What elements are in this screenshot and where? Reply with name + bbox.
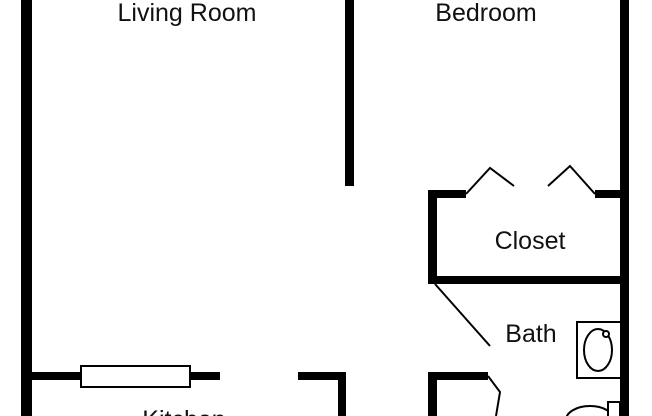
bedroom-label: Bedroom: [435, 0, 536, 27]
closet-top-wall-right: [595, 190, 625, 198]
bath-lower-wall-top: [428, 372, 488, 380]
right-exterior-wall: [620, 0, 629, 416]
toilet-tank: [607, 401, 621, 416]
closet-label: Closet: [495, 227, 566, 255]
bath-lower-door: [487, 375, 502, 416]
bath-label: Bath: [505, 320, 556, 348]
bathtub-drain: [602, 330, 610, 338]
kitchen-right-wall: [338, 372, 346, 416]
kitchen-top-wall-mid: [190, 372, 220, 380]
living-bedroom-partition-wall: [345, 0, 354, 186]
kitchen-label: Kitchen: [142, 406, 225, 416]
kitchen-top-wall-left: [21, 372, 81, 380]
left-exterior-wall: [21, 0, 32, 416]
bathtub-basin: [583, 328, 613, 372]
closet-top-wall-left: [428, 190, 466, 198]
closet-left-wall: [428, 190, 437, 280]
bath-lower-wall-left: [428, 372, 437, 416]
toilet: [565, 405, 615, 416]
closet-door-right: [547, 164, 596, 195]
closet-door-left: [465, 166, 515, 195]
bath-door: [434, 283, 491, 347]
kitchen-top-wall-right: [298, 372, 346, 380]
kitchen-counter: [80, 365, 191, 388]
closet-bottom-wall: [428, 276, 625, 284]
living-room-label: Living Room: [118, 0, 257, 27]
